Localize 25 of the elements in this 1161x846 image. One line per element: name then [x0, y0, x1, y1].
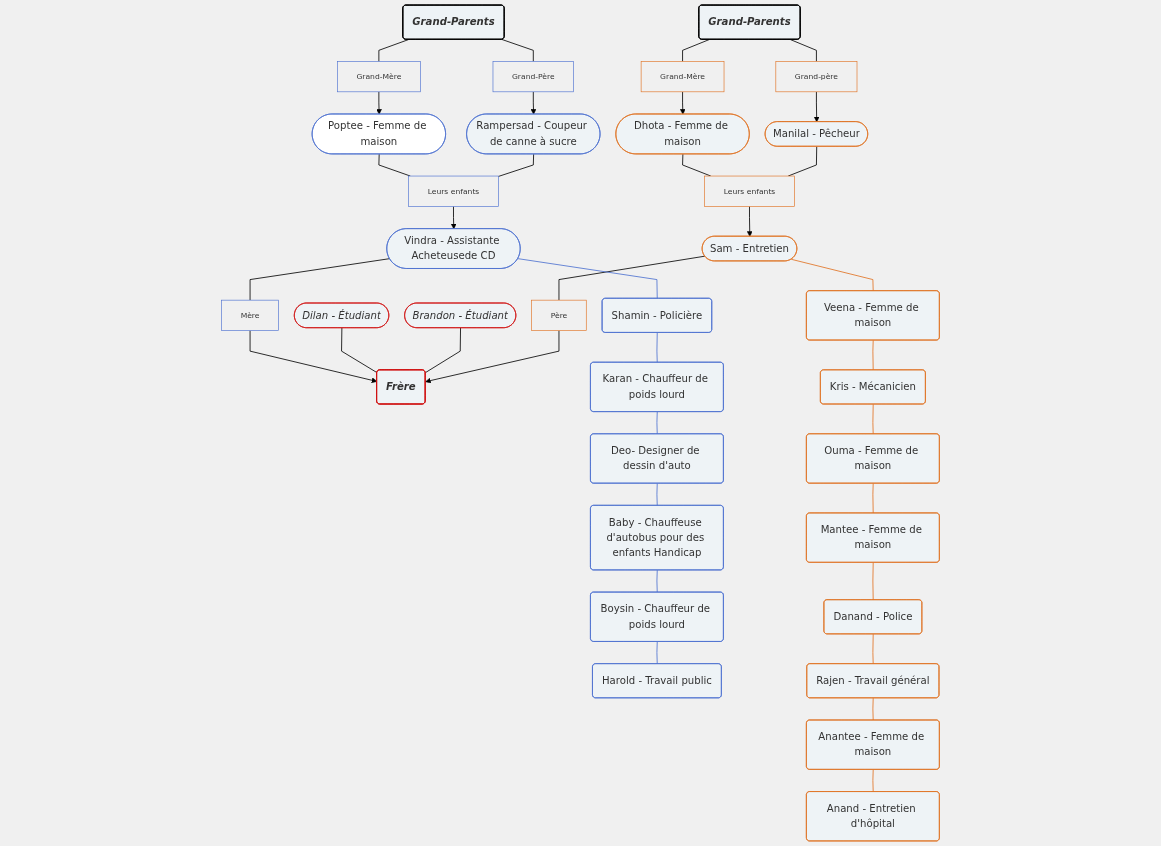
connector [497, 153, 535, 177]
connector [872, 403, 874, 435]
connector [656, 483, 658, 507]
connector [378, 39, 409, 62]
connector [378, 153, 411, 177]
connector [249, 258, 391, 301]
connector [501, 39, 534, 62]
connector [558, 255, 706, 301]
connector [682, 39, 710, 62]
connector [872, 769, 874, 793]
connector [425, 327, 461, 374]
connector [682, 153, 712, 177]
connector [872, 633, 874, 665]
connector [341, 327, 378, 374]
connector [872, 562, 874, 601]
connector [790, 39, 817, 62]
connector [656, 411, 658, 435]
connector [656, 569, 658, 593]
connector [517, 258, 658, 299]
connector [656, 332, 658, 363]
connector [790, 258, 874, 292]
connector [872, 483, 874, 514]
connector [872, 339, 874, 371]
connector [872, 697, 874, 721]
connector [656, 641, 658, 665]
